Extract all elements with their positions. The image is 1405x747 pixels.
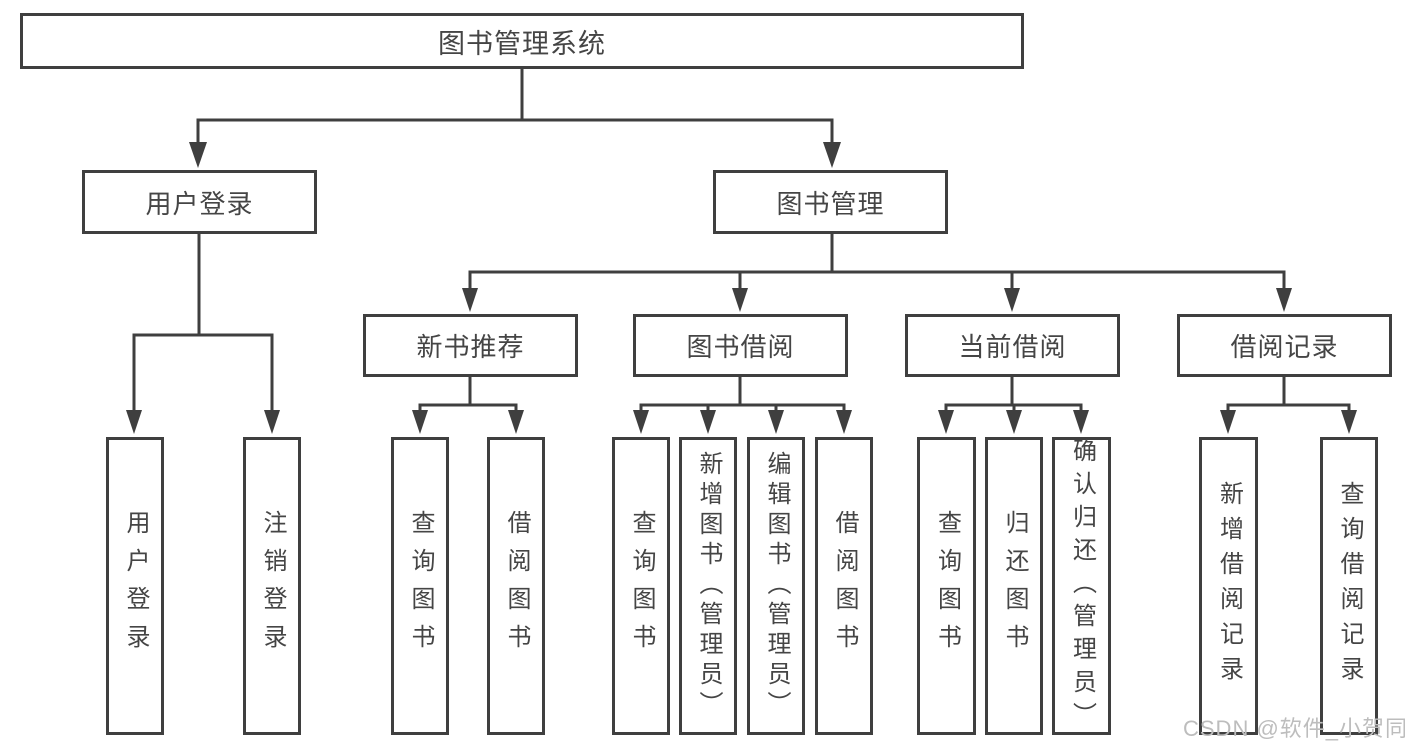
node-library-system-label: 图书管理系统 [438,28,606,59]
node-current-borrow-label: 当前借阅 [958,332,1067,362]
node-current-borrow: 当前借阅 [905,314,1120,377]
leaf-user-login: 用户登录 [106,437,164,735]
node-book-management: 图书管理 [713,170,948,234]
node-book-management-label: 图书管理 [776,188,885,219]
node-borrow-records-label: 借阅记录 [1230,332,1339,362]
leaf-return-books: 归还图书 [985,437,1043,735]
leaf-add-books-admin: 新增图书（管理员） [679,437,737,735]
node-user-login: 用户登录 [82,170,317,234]
node-book-borrow: 图书借阅 [633,314,848,377]
node-new-book-recommend-label: 新书推荐 [416,332,525,362]
leaf-borrow-books: 借阅图书 [815,437,873,735]
node-library-system: 图书管理系统 [20,13,1024,69]
node-borrow-records: 借阅记录 [1177,314,1392,377]
leaf-query-borrow-record: 查询借阅记录 [1320,437,1378,735]
leaf-logout-login: 注销登录 [243,437,301,735]
node-new-book-recommend: 新书推荐 [363,314,578,377]
csdn-watermark: CSDN @软件_小贺同学 [1183,716,1405,741]
leaf-edit-books-admin: 编辑图书（管理员） [747,437,805,735]
arrowheads [126,142,1357,434]
node-book-borrow-label: 图书借阅 [686,332,795,362]
leaf-add-borrow-record: 新增借阅记录 [1199,437,1258,735]
leaf-query-books-current: 查询图书 [917,437,976,735]
leaf-confirm-return-admin: 确认归还（管理员） [1052,437,1111,735]
leaf-borrow-books-recommend: 借阅图书 [487,437,545,735]
leaf-query-books-recommend: 查询图书 [391,437,449,735]
node-user-login-label: 用户登录 [145,188,254,219]
leaf-query-books-borrow: 查询图书 [612,437,670,735]
